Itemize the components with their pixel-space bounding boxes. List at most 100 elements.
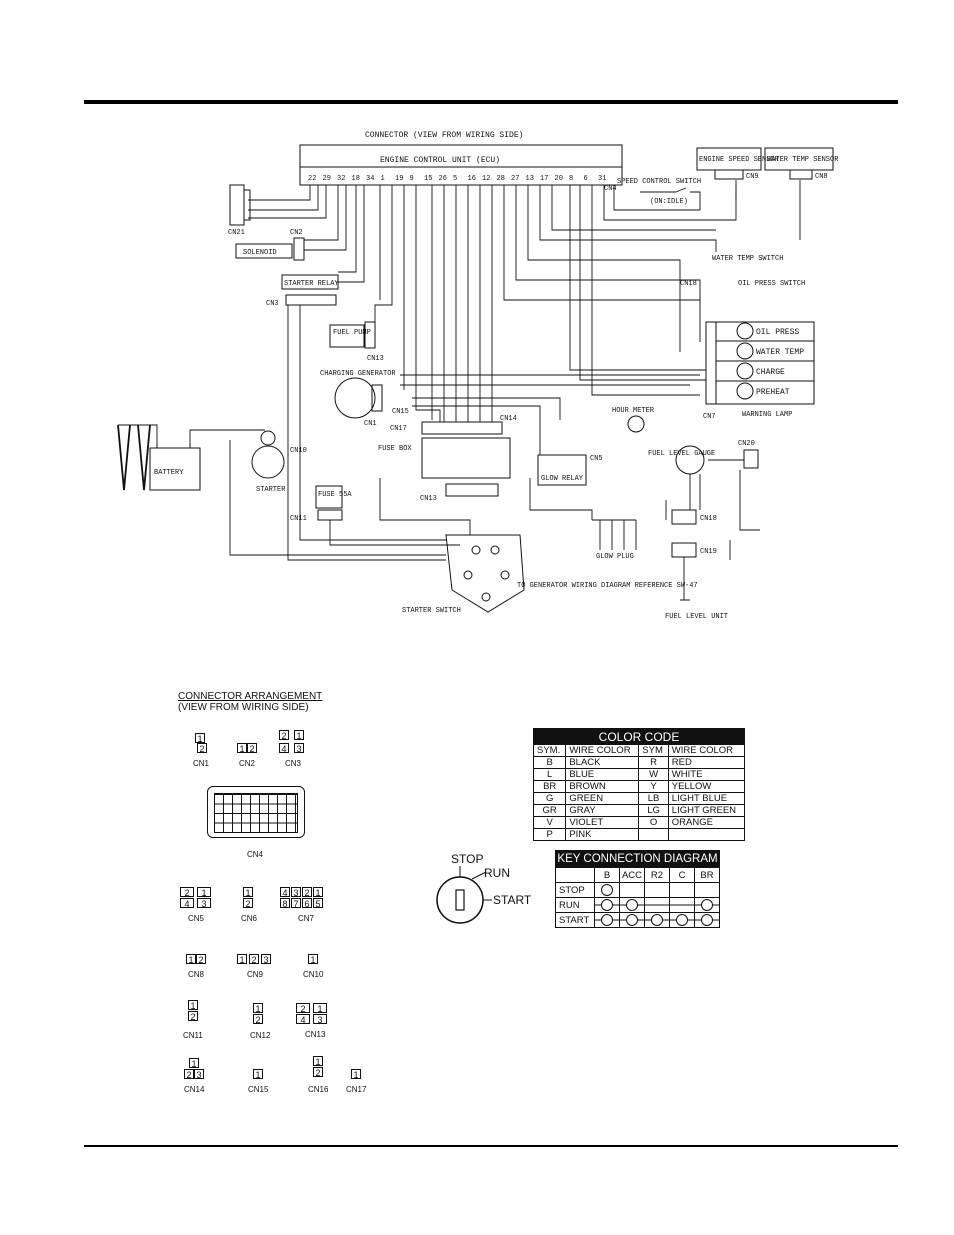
glow-relay-label: GLOW RELAY bbox=[541, 475, 584, 483]
cn10-label: CN10 bbox=[290, 447, 307, 455]
ecu-pin: 12 bbox=[482, 175, 490, 183]
color-code-cell: GR bbox=[532, 804, 567, 817]
diagram-title: CONNECTOR (VIEW FROM WIRING SIDE) bbox=[365, 131, 523, 140]
color-code-cell: YELLOW bbox=[667, 780, 746, 793]
cn4-pin-grid bbox=[214, 793, 298, 833]
glow-relay: GLOW RELAY CN5 bbox=[537, 454, 603, 486]
fuse-55a-label: FUSE 55A bbox=[318, 491, 352, 499]
key-connection-title: KEY CONNECTION DIAGRAM bbox=[555, 850, 720, 868]
cc-header-sym2: SYM bbox=[638, 744, 669, 757]
cn7-arr-label: CN7 bbox=[298, 914, 315, 923]
speed-switch-state: (ON:IDLE) bbox=[650, 198, 688, 206]
cn17-arr-label: CN17 bbox=[346, 1085, 367, 1094]
key-column-header: C bbox=[669, 867, 695, 883]
ecu-pin: 18 bbox=[352, 175, 360, 183]
starter-relay: STARTER RELAY CN3 bbox=[266, 274, 339, 308]
header-rule bbox=[84, 100, 898, 104]
fuel-pump: FUEL PUMP CN13 bbox=[329, 321, 384, 363]
connection-dot bbox=[626, 899, 638, 911]
solenoid-label: SOLENOID bbox=[243, 249, 277, 257]
color-code-title: COLOR CODE bbox=[533, 728, 745, 745]
color-code-cell: W bbox=[638, 768, 669, 781]
cn10-arr-label: CN10 bbox=[303, 970, 324, 979]
fuse-box: FUSE BOX CN17 CN15 CN14 CN13 bbox=[378, 408, 517, 503]
glow-plugs: GLOW PLUG bbox=[592, 519, 637, 561]
starter-note: TO GENERATOR WIRING DIAGRAM REFERENCE SW… bbox=[517, 582, 698, 590]
lamp-label: OIL PRESS bbox=[756, 328, 799, 337]
cn12-arr-label: CN12 bbox=[250, 1031, 271, 1040]
color-code-cell: BR bbox=[532, 780, 567, 793]
ecu-pin: 8 bbox=[569, 175, 573, 183]
connection-dot bbox=[601, 914, 613, 926]
connection-dot bbox=[626, 914, 638, 926]
cn11-arr-label: CN11 bbox=[183, 1031, 203, 1040]
engine-speed-sensor: ENGINE SPEED SENSOR CN9 bbox=[696, 147, 780, 181]
key-column-header: ACC bbox=[619, 867, 645, 883]
cn4-label: CN4 bbox=[604, 185, 617, 193]
connection-dot bbox=[701, 899, 713, 911]
connection-dot bbox=[651, 914, 663, 926]
footer-rule bbox=[84, 1145, 898, 1147]
ecu-pin: 20 bbox=[555, 175, 563, 183]
color-code-cell: P bbox=[532, 828, 567, 841]
color-code-cell: O bbox=[638, 816, 669, 829]
key-column-header: BR bbox=[694, 867, 720, 883]
ecu-pin: 32 bbox=[337, 175, 345, 183]
cn13-arr-label: CN13 bbox=[305, 1030, 326, 1039]
ecu-pin: 6 bbox=[584, 175, 588, 183]
color-code-cell: BLUE bbox=[565, 768, 640, 781]
color-code-cell: WHITE bbox=[667, 768, 746, 781]
key-run-label: RUN bbox=[484, 866, 510, 880]
lamp-label: WATER TEMP bbox=[756, 348, 804, 357]
cn15-label: CN15 bbox=[392, 408, 409, 416]
cn9-arr-label: CN9 bbox=[247, 970, 264, 979]
cn11-label: CN11 bbox=[290, 515, 307, 523]
fuel-level-unit-label: FUEL LEVEL UNIT bbox=[665, 613, 728, 621]
key-start-label: START bbox=[493, 893, 532, 907]
ecu-pin: 27 bbox=[511, 175, 519, 183]
color-code-cell: GRAY bbox=[565, 804, 640, 817]
cn3-label: CN3 bbox=[266, 300, 279, 308]
ecu-pin: 29 bbox=[323, 175, 331, 183]
cc-header-color: WIRE COLOR bbox=[565, 744, 640, 757]
ecu-pin: 16 bbox=[468, 175, 476, 183]
battery: BATTERY bbox=[117, 424, 265, 491]
water-temp-switch-label: WATER TEMP SWITCH bbox=[712, 255, 783, 263]
starter-label: STARTER bbox=[256, 486, 286, 494]
cn9-label: CN9 bbox=[746, 173, 759, 181]
color-code-cell: BROWN bbox=[565, 780, 640, 793]
color-code-cell: LIGHT BLUE bbox=[667, 792, 746, 805]
cn1-arr-label: CN1 bbox=[193, 759, 210, 768]
cn3-arr-label: CN3 bbox=[285, 759, 302, 768]
starter-switch: STARTER SWITCH TO GENERATOR WIRING DIAGR… bbox=[402, 534, 698, 615]
ecu-pin: 15 bbox=[424, 175, 432, 183]
ecu-pin: 31 bbox=[598, 175, 606, 183]
cc-header-sym: SYM. bbox=[532, 744, 567, 757]
cn14-arr-label: CN14 bbox=[184, 1085, 205, 1094]
fuse-55a: FUSE 55A CN11 bbox=[290, 485, 352, 523]
cn19-label: CN19 bbox=[700, 548, 717, 556]
cn5-arr-label: CN5 bbox=[188, 914, 205, 923]
cn13-label: CN13 bbox=[420, 495, 437, 503]
connection-dot bbox=[601, 899, 613, 911]
cn18-label: CN18 bbox=[700, 515, 717, 523]
ecu-pin: 13 bbox=[526, 175, 534, 183]
cn15-arr-label: CN15 bbox=[248, 1085, 269, 1094]
cn8-label: CN8 bbox=[815, 173, 828, 181]
key-column-header: B bbox=[594, 867, 620, 883]
fuse-box-label: FUSE BOX bbox=[378, 445, 412, 453]
wire-harness bbox=[229, 180, 801, 561]
color-code-cell: G bbox=[532, 792, 567, 805]
color-code-cell bbox=[667, 828, 746, 841]
ecu-pin: 28 bbox=[497, 175, 505, 183]
key-row-label: STOP bbox=[555, 882, 595, 898]
lamp-bulb bbox=[736, 362, 754, 380]
lamp-bulb bbox=[736, 382, 754, 400]
